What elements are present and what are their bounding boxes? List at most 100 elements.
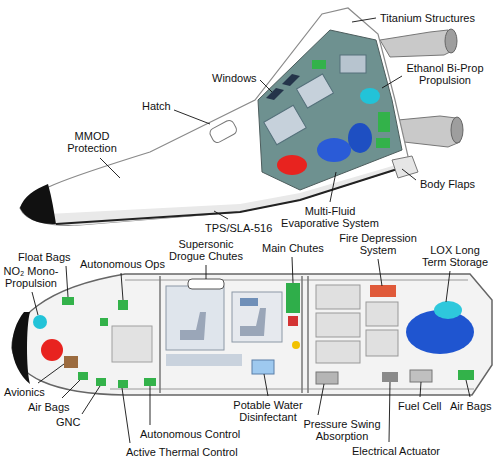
leader-line [174, 110, 210, 124]
cabin-panel [340, 55, 366, 73]
front-panel [112, 326, 152, 362]
belly-shade [48, 162, 410, 225]
leader-line [100, 158, 120, 178]
storage-box [366, 302, 398, 326]
blue-tank [348, 123, 372, 153]
green-unit [376, 138, 390, 148]
engine-bell [445, 29, 457, 53]
part-label: MMOD Protection [62, 130, 122, 154]
top-craft [20, 8, 463, 225]
part-label: TPS/SLA-516 [205, 222, 272, 234]
engine-bell [451, 117, 463, 143]
leader-line [62, 380, 80, 398]
part-label: Float Bags [18, 251, 71, 263]
lox-tank [434, 301, 462, 319]
leader-line [378, 259, 382, 286]
leader-line [382, 76, 402, 88]
part-label: Potable Water Disinfectant [228, 399, 308, 423]
green-unit [312, 60, 326, 69]
air-bag [78, 372, 88, 380]
hatch-outline [208, 119, 238, 144]
nose-cap [12, 312, 30, 384]
leader-line [264, 374, 268, 396]
leader-line [66, 266, 68, 297]
part-label: Fuel Cell [398, 400, 441, 412]
cabin-floor [166, 354, 242, 366]
part-label: Body Flaps [420, 178, 475, 190]
red-sphere [41, 339, 63, 361]
part-label: Autonomous Ops [80, 258, 165, 270]
tps-edge [56, 165, 410, 224]
part-label: Avionics [4, 386, 45, 398]
green-unit [378, 112, 390, 132]
part-label: Titanium Structures [380, 12, 475, 24]
cabin-panel [232, 292, 282, 342]
engine-nozzle [380, 30, 454, 57]
part-label: LOX Long Term Storage [420, 244, 490, 268]
part-label: Autonomous Control [140, 428, 240, 440]
part-label: GNC [56, 416, 80, 428]
green-unit [100, 318, 108, 326]
red-tank [277, 155, 307, 175]
inner-floor [110, 389, 474, 390]
part-label: NO₂ Mono- Propulsion [1, 265, 61, 289]
float-bag [62, 297, 74, 305]
leader-line [121, 273, 123, 300]
storage-box [316, 285, 360, 309]
part-label: Main Chutes [262, 242, 324, 254]
bulkhead [301, 276, 303, 393]
leader-line [38, 364, 64, 383]
ops-unit [118, 300, 128, 310]
side-craft [12, 274, 492, 395]
blue-tank [317, 138, 351, 162]
leader-line [150, 386, 151, 425]
console [240, 298, 258, 306]
storage-box [316, 313, 360, 337]
part-label: Active Thermal Control [126, 446, 238, 458]
bulkhead [307, 276, 309, 393]
part-label: Fire Depression System [333, 232, 423, 256]
part-label: Hatch [142, 100, 171, 112]
drogue-canister [188, 279, 224, 289]
leader-lines [32, 18, 470, 443]
storage-box [366, 330, 398, 356]
window [266, 88, 284, 100]
part-label: Air Bags [28, 401, 70, 413]
water-tank [252, 360, 274, 374]
leader-line [420, 382, 421, 397]
leader-line [466, 380, 470, 397]
cyan-tank [360, 88, 380, 104]
part-label: Ethanol Bi-Prop Propulsion [400, 62, 490, 86]
leader-line [330, 172, 336, 202]
inner-roof [125, 280, 468, 281]
avionics-box [64, 356, 78, 368]
leader-line [32, 292, 38, 315]
main-chute [286, 283, 300, 313]
leader-line [214, 211, 228, 219]
seat [180, 312, 206, 340]
part-label: Supersonic Drogue Chutes [166, 238, 246, 262]
cabin-panel [166, 286, 224, 350]
leader-line [318, 384, 324, 415]
cutaway [258, 30, 402, 190]
part-label: Pressure Swing Absorption [300, 418, 384, 442]
leader-line [352, 18, 376, 22]
leader-line [292, 257, 293, 283]
leader-line [82, 386, 100, 414]
leader-line [122, 388, 130, 443]
window [282, 74, 300, 86]
yellow-unit [292, 341, 300, 349]
gnc-unit [96, 378, 106, 386]
body-flap [392, 156, 418, 178]
leader-line [260, 80, 272, 92]
leader-line [446, 271, 450, 302]
thermal-unit [118, 380, 128, 388]
hull [12, 274, 492, 395]
actuator [382, 372, 398, 382]
fire-unit [370, 285, 396, 297]
cabin-panel [297, 74, 334, 108]
chute-pack [288, 316, 298, 326]
control-unit [144, 378, 156, 386]
nose-cap [20, 184, 56, 224]
